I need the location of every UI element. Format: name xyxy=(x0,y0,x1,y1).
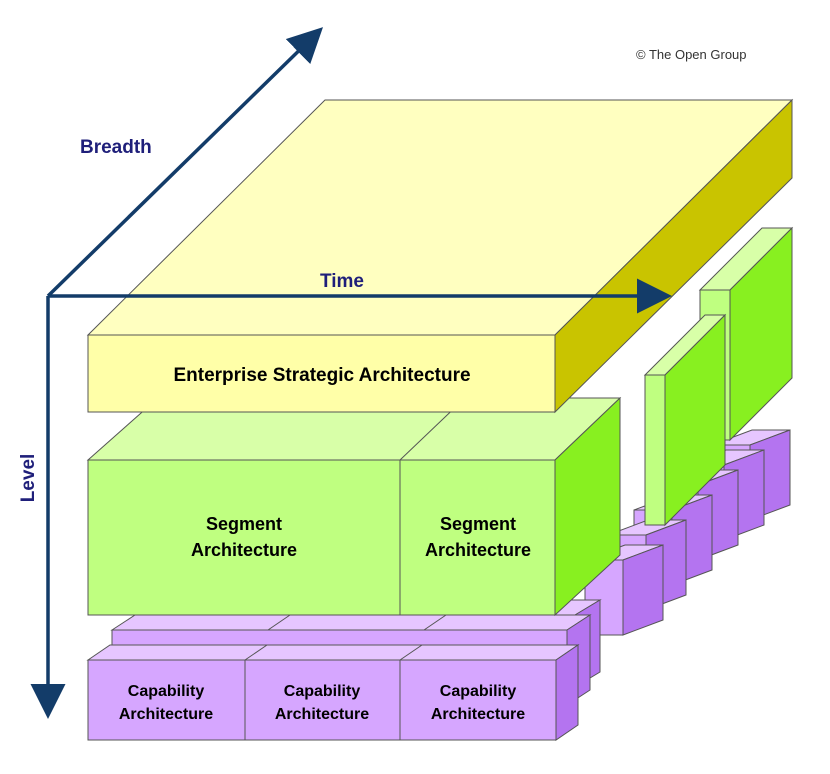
segment-2-line2: Architecture xyxy=(425,540,531,560)
capability-box-3: Capability Architecture xyxy=(399,659,557,741)
capability-box-2: Capability Architecture xyxy=(244,659,401,741)
capability-row: Capability Architecture Capability Archi… xyxy=(86,644,580,741)
copyright-notice: © The Open Group xyxy=(636,47,747,62)
breadth-axis-label: Breadth xyxy=(80,137,152,158)
segment-back-blocks xyxy=(643,226,794,527)
segment-2-line1: Segment xyxy=(440,514,516,534)
time-axis-label: Time xyxy=(320,271,364,292)
breadth-axis-arrow xyxy=(46,27,324,298)
capability-1-line2: Architecture xyxy=(119,706,213,723)
segment-1-line1: Segment xyxy=(206,514,282,534)
capability-3-line1: Capability xyxy=(440,683,517,700)
enterprise-slab: Enterprise Strategic Architecture xyxy=(86,98,794,414)
capability-1-line1: Capability xyxy=(128,683,205,700)
enterprise-label: Enterprise Strategic Architecture xyxy=(173,365,470,386)
capability-2-line2: Architecture xyxy=(275,706,369,723)
segment-row: Segment Architecture Segment Architectur… xyxy=(86,396,622,617)
segment-box-2: Segment Architecture xyxy=(399,459,556,616)
capability-2-line1: Capability xyxy=(284,683,361,700)
segment-back-block xyxy=(643,313,727,527)
enterprise-front-face xyxy=(87,334,556,413)
segment-box-1: Segment Architecture xyxy=(87,459,401,616)
capability-box-1: Capability Architecture xyxy=(87,659,246,741)
capability-3-line2: Architecture xyxy=(431,706,525,723)
axes: Breadth Time Level xyxy=(18,27,672,719)
segment-1-line2: Architecture xyxy=(191,540,297,560)
level-axis-label: Level xyxy=(18,454,39,503)
